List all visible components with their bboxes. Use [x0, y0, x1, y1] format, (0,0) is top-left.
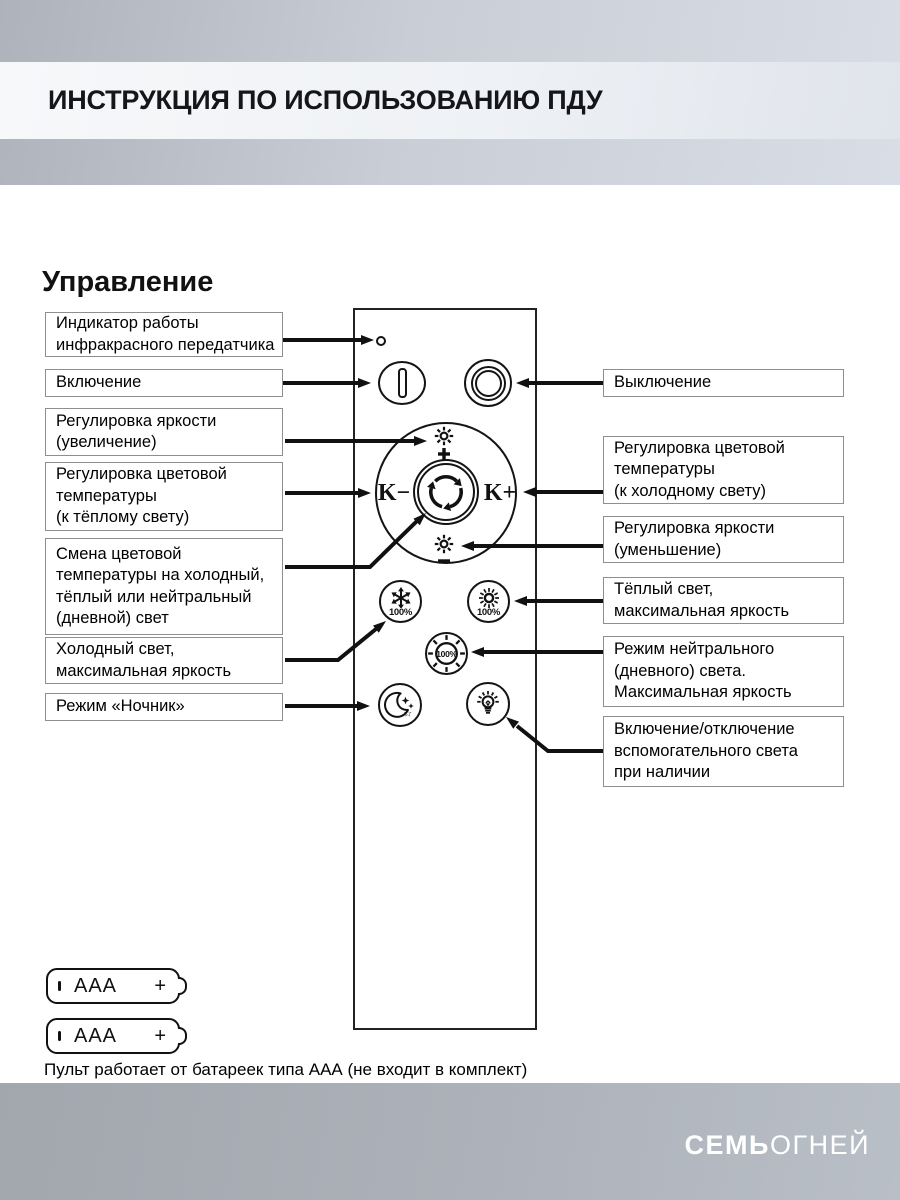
warm-max-button: 100%	[467, 580, 510, 623]
header-banner: ИНСТРУКЦИЯ ПО ИСПОЛЬЗОВАНИЮ ПДУ	[0, 0, 900, 185]
neutral-max-percent: 100%	[436, 649, 457, 659]
section-title: Управление	[42, 266, 214, 298]
cycle-arrows-icon	[427, 475, 463, 511]
battery-plus-terminal: +	[154, 1024, 166, 1047]
aux-light-button	[466, 682, 510, 726]
callout-brightness-up: Регулировка яркости (увеличение)	[45, 408, 283, 456]
neutral-max-button: 100%	[425, 632, 468, 675]
brand-bold: СЕМЬ	[684, 1130, 770, 1160]
battery-plus-terminal: +	[154, 974, 166, 997]
callout-cold-max: Холодный свет, максимальная яркость	[45, 637, 283, 684]
callout-warm-max: Тёплый свет, максимальная яркость	[603, 577, 844, 624]
callout-neutral-max: Режим нейтрального (дневного) света. Мак…	[603, 636, 844, 707]
battery-type-label: AAA	[74, 1024, 118, 1047]
callout-night-mode: Режим «Ночник»	[45, 693, 283, 721]
battery-note: Пульт работает от батареек типа ААА (не …	[44, 1060, 528, 1079]
ring-icon	[470, 365, 506, 401]
callout-temp-cycle: Смена цветовой температуры на холодный, …	[45, 538, 283, 635]
moon-stars-icon: ☆	[384, 691, 414, 720]
night-mode-button: ☆	[378, 683, 422, 727]
brand-logo: СЕМЬОГНЕЙ	[685, 1130, 870, 1161]
callout-temp-warm: Регулировка цветовой температуры (к тёпл…	[45, 462, 283, 531]
footer-banner: СЕМЬОГНЕЙ	[0, 1083, 900, 1200]
sun-icon	[478, 588, 499, 608]
callout-aux-light: Включение/отключение вспомогательного св…	[603, 716, 844, 787]
k-minus-button: K−	[377, 480, 411, 506]
temp-cycle-button	[413, 459, 479, 525]
battery-nub	[178, 1027, 187, 1045]
power-bar-icon	[397, 368, 407, 398]
snowflake-icon	[390, 587, 411, 608]
battery-minus-terminal	[58, 981, 61, 991]
battery-type-label: AAA	[74, 974, 118, 997]
bulb-icon	[477, 690, 499, 714]
battery-aaa-2: AAA +	[46, 1018, 187, 1054]
k-plus-button: K+	[483, 480, 517, 506]
callout-power-off: Выключение	[603, 369, 844, 397]
brand-light: ОГНЕЙ	[769, 1130, 870, 1160]
battery-minus-terminal	[58, 1031, 61, 1041]
inner-ring-icon	[474, 369, 502, 397]
warm-max-percent: 100%	[476, 607, 501, 618]
callout-temp-cold: Регулировка цветовой температуры (к холо…	[603, 436, 844, 504]
battery-nub	[178, 977, 187, 995]
callout-ir-indicator: Индикатор работы инфракрасного передатчи…	[45, 312, 283, 357]
power-off-button	[464, 359, 512, 407]
outline-star-icon: ☆	[403, 709, 412, 720]
callout-power-on: Включение	[45, 369, 283, 397]
cold-max-button: 100%	[379, 580, 422, 623]
dashed-sun-icon	[428, 635, 465, 672]
ir-led-indicator	[376, 336, 386, 346]
page-title: ИНСТРУКЦИЯ ПО ИСПОЛЬЗОВАНИЮ ПДУ	[48, 85, 603, 115]
power-on-button	[378, 361, 426, 405]
cold-max-percent: 100%	[388, 607, 413, 618]
callout-brightness-down: Регулировка яркости (уменьшение)	[603, 516, 844, 563]
battery-aaa-1: AAA +	[46, 968, 187, 1004]
header-title-band: ИНСТРУКЦИЯ ПО ИСПОЛЬЗОВАНИЮ ПДУ	[0, 62, 900, 139]
